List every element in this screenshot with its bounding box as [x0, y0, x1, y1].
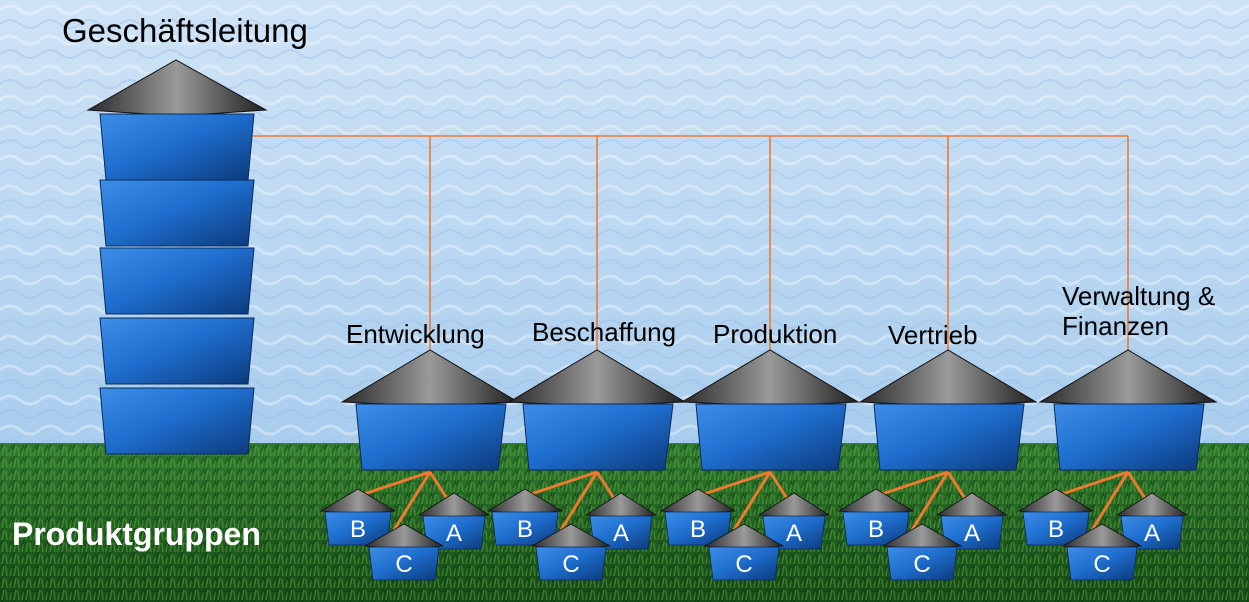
product-group-connectors-entwicklung [357, 470, 450, 531]
department-label-entwicklung: Entwicklung [346, 319, 485, 349]
product-group-connectors-produktion [697, 470, 790, 531]
connector-c [910, 471, 950, 531]
connector-c [732, 471, 772, 531]
product-group-verwaltung-c-box [1066, 546, 1138, 581]
department-label-verwaltung-finanzen: Verwaltung & Finanzen [1062, 281, 1216, 341]
product-group-verwaltung-c-letter: C [1093, 551, 1111, 578]
connector-a [428, 471, 450, 501]
product-group-produktion-c-box [708, 546, 780, 581]
connector-b [357, 470, 431, 498]
department-box-vertrieb [873, 403, 1025, 471]
product-group-beschaffung-a-letter: A [612, 520, 629, 547]
connector-b [697, 470, 771, 498]
product-group-vertrieb-b-letter: B [867, 516, 884, 543]
department-houses [319, 349, 1218, 581]
management-title: Geschäftsleitung [62, 12, 308, 49]
connector-c [1090, 471, 1130, 531]
connector-a [768, 471, 790, 501]
connector-b [1055, 470, 1129, 498]
connector-b [524, 470, 598, 498]
tower-floor-3 [99, 247, 255, 315]
product-group-vertrieb-a-letter: A [963, 520, 980, 547]
department-box-produktion [695, 403, 847, 471]
product-group-produktion-a-letter: A [785, 520, 802, 547]
hierarchy-connectors [252, 135, 1129, 352]
product-group-entwicklung-a-letter: A [445, 520, 462, 547]
product-group-beschaffung-b-letter: B [516, 516, 533, 543]
tower-floor-1 [99, 113, 255, 181]
management-tower [86, 59, 268, 455]
product-group-produktion-c-letter: C [735, 551, 753, 578]
department-box-entwicklung [355, 403, 507, 471]
department-box-beschaffung [522, 403, 674, 471]
product-group-entwicklung-b-letter: B [349, 516, 366, 543]
connector-a [595, 471, 617, 501]
product-group-entwicklung-c-box [368, 546, 440, 581]
tower-floor-2 [99, 179, 255, 247]
product-group-connectors-beschaffung [524, 470, 617, 531]
department-vertrieb [837, 349, 1038, 581]
product-group-verwaltung-a-letter: A [1143, 520, 1160, 547]
product-group-produktion-b-letter: B [689, 516, 706, 543]
tower-floor-4 [99, 317, 255, 385]
connector-c [559, 471, 599, 531]
department-beschaffung [486, 349, 687, 581]
department-box-verwaltung [1053, 403, 1205, 471]
department-produktion [659, 349, 860, 581]
connector-a [1126, 471, 1148, 501]
product-group-vertrieb-c-box [886, 546, 958, 581]
product-group-entwicklung-c-letter: C [395, 551, 413, 578]
product-group-connectors-verwaltung [1055, 470, 1148, 531]
connector-b [875, 470, 949, 498]
department-label-vertrieb: Vertrieb [888, 320, 978, 350]
department-label-beschaffung: Beschaffung [532, 317, 677, 347]
product-group-connectors-vertrieb [875, 470, 968, 531]
product-group-verwaltung-b-letter: B [1047, 516, 1064, 543]
product-group-vertrieb-c-letter: C [913, 551, 931, 578]
tower-floor-5 [99, 387, 255, 455]
connector-a [946, 471, 968, 501]
product-group-beschaffung-c-letter: C [562, 551, 580, 578]
connector-c [392, 471, 432, 531]
department-verwaltung [1017, 349, 1218, 581]
product-group-beschaffung-c-box [535, 546, 607, 581]
department-entwicklung [319, 349, 520, 581]
product-groups-label: Produktgruppen [12, 516, 261, 552]
department-label-produktion: Produktion [713, 319, 838, 349]
